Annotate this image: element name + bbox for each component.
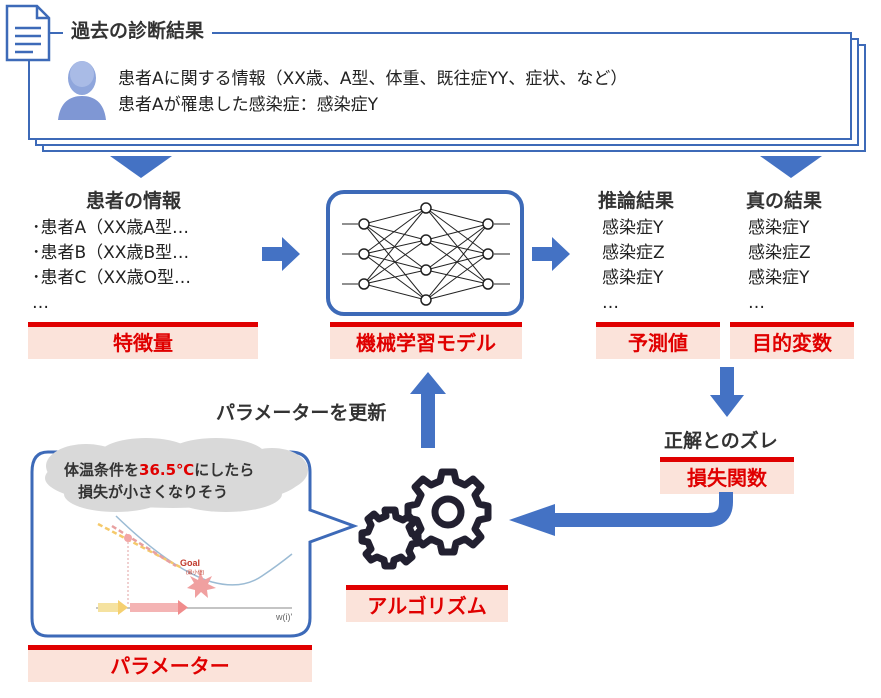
gears-icon [358, 468, 492, 570]
document-icon [5, 4, 51, 62]
down-triangle-right [760, 156, 822, 178]
bubble-text: 体温条件を36.5℃にしたら 損失が小さくなりそう [64, 459, 254, 503]
list-item: 感染症Z [602, 243, 665, 263]
bubble-line2: 損失が小さくなりそう [78, 483, 229, 501]
loss-function-label-text: 損失関数 [687, 466, 767, 490]
inference-heading: 推論結果 [598, 190, 675, 212]
loss-curve-chart: Goal (最小値) w(i)' [96, 515, 292, 622]
bubble-line1: 体温条件を36.5℃にしたら [64, 459, 254, 481]
parameter-label: パラメーター [28, 645, 312, 682]
feature-label: 特徴量 [28, 322, 258, 359]
target-variable-label-text: 目的変数 [752, 331, 832, 355]
list-item: … [32, 293, 49, 313]
list-item: 感染症Y [748, 268, 810, 288]
patients-list: ･患者A（XX歳A型… ･患者B（XX歳B型… ･患者C（XX歳O型… … [32, 216, 191, 316]
patients-heading: 患者の情報 [86, 190, 182, 212]
prediction-label-text: 予測値 [628, 331, 688, 355]
loss-function-label: 損失関数 [660, 457, 794, 494]
down-arrow-loss [710, 367, 744, 417]
list-item: 感染症Y [602, 218, 664, 238]
goal-sub-text: (最小値) [186, 569, 205, 576]
list-item: ･患者C（XX歳O型… [32, 268, 192, 288]
right-arrow-1 [262, 237, 300, 271]
down-triangle-left [110, 156, 172, 178]
bubble-pre: 体温条件を [64, 461, 140, 479]
target-variable-label: 目的変数 [730, 322, 854, 359]
past-diagnosis-title: 過去の診断結果 [63, 14, 213, 45]
update-parameters-text: パラメーターを更新 [216, 402, 387, 424]
up-arrow-update [410, 372, 446, 448]
list-item: … [748, 293, 765, 313]
list-item: … [602, 293, 619, 313]
ml-model-label: 機械学習モデル [330, 322, 522, 359]
thought-cloud [45, 438, 308, 512]
curved-arrow-loss-to-algorithm [509, 492, 733, 536]
axis-label: w(i)' [275, 612, 292, 622]
list-item: 感染症Z [748, 243, 811, 263]
neural-network-icon [326, 190, 524, 316]
truth-heading: 真の結果 [746, 190, 823, 212]
algorithm-label-text: アルゴリズム [367, 594, 487, 618]
list-item: ･患者A（XX歳A型… [32, 218, 190, 238]
parameter-label-text: パラメーター [110, 654, 230, 678]
right-arrow-2 [532, 237, 570, 271]
goal-text: Goal [180, 558, 200, 568]
list-item: 感染症Y [748, 218, 810, 238]
feature-label-text: 特徴量 [113, 331, 173, 355]
prediction-label: 予測値 [596, 322, 720, 359]
bubble-highlight: 36.5℃ [139, 461, 195, 479]
list-item: 感染症Y [602, 268, 664, 288]
patient-avatar-icon [58, 61, 106, 120]
bubble-post: にしたら [194, 461, 255, 479]
list-item: ･患者B（XX歳B型… [32, 243, 190, 263]
inference-list: 感染症Y 感染症Z 感染症Y … [602, 216, 665, 316]
loss-caption: 正解とのズレ [664, 430, 778, 452]
truth-list: 感染症Y 感染症Z 感染症Y … [748, 216, 811, 316]
ml-model-label-text: 機械学習モデル [356, 331, 496, 355]
algorithm-label: アルゴリズム [346, 585, 508, 622]
past-info-line1: 患者Aに関する情報（XX歳、A型、体重、既往症YY、症状、など） [118, 69, 628, 89]
past-info-line2: 患者Aが罹患した感染症：感染症Y [118, 95, 379, 115]
past-card-front [28, 32, 852, 140]
